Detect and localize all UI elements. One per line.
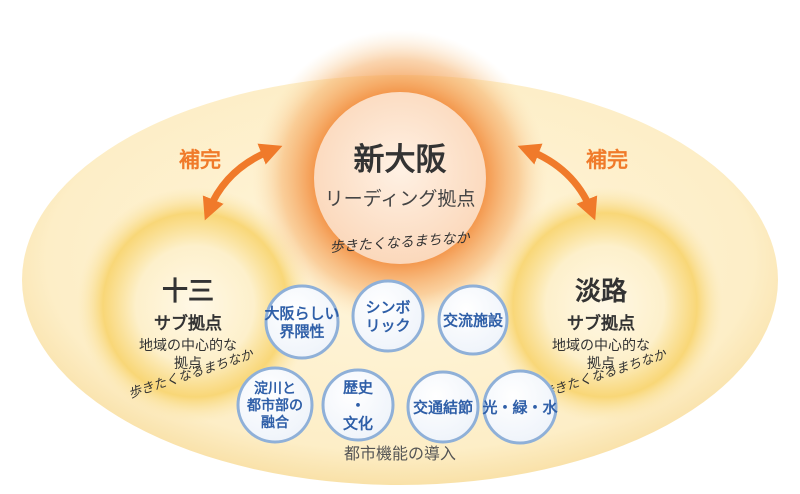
left-node-line2: 拠点 — [174, 356, 202, 372]
function-bubble-circle — [236, 366, 314, 444]
function-bubble-circle — [321, 368, 395, 442]
right-node-glow — [487, 187, 723, 423]
left-node-line1: 地域の中心的な — [139, 338, 237, 354]
function-bubble-label: 都市部の — [246, 397, 303, 414]
center-node-title: 新大阪 — [354, 142, 447, 178]
function-bubble-label: 界隈性 — [279, 322, 324, 340]
right-complement-label: 補完 — [585, 148, 628, 172]
function-bubble: 歴史・文化 — [321, 368, 395, 442]
function-bubble-label: 交流施設 — [443, 311, 504, 329]
left-complement-label: 補完 — [178, 148, 221, 172]
function-bubble-label: シンボ — [365, 298, 410, 316]
right-complement-arrow — [517, 143, 598, 221]
function-bubble-circle — [482, 369, 558, 445]
function-bubble-label: 融合 — [261, 414, 290, 431]
right-node-line1: 地域の中心的な — [552, 338, 650, 354]
left-complement-arrow — [202, 143, 283, 221]
function-bubble-circle — [351, 279, 425, 353]
function-bubble-circle — [406, 370, 480, 444]
function-bubble-label: 文化 — [343, 414, 373, 432]
function-bubble-label: 大阪らしい — [264, 304, 339, 322]
function-bubble-label: 淀川と — [254, 380, 296, 397]
function-bubble-label: 歴史 — [343, 378, 374, 396]
right-node-title: 淡路 — [575, 276, 628, 307]
function-bubble-circle — [264, 284, 340, 360]
function-bubble: 交流施設 — [437, 284, 509, 356]
function-bubble-label: リック — [365, 316, 410, 334]
left-node-subtitle: サブ拠点 — [154, 313, 222, 334]
function-bubble: 交通結節 — [406, 370, 480, 444]
center-node-core — [314, 92, 486, 264]
function-bubble-circle — [437, 284, 509, 356]
left-node-glow — [77, 187, 313, 423]
right-node-line2: 拠点 — [587, 356, 615, 372]
center-node-subtitle: リーディング拠点 — [325, 188, 476, 210]
left-node-title: 十三 — [162, 277, 214, 307]
function-bubble-label: 光・緑・水 — [481, 398, 558, 416]
function-bubble-label: 交通結節 — [413, 398, 473, 416]
urban-function-label: 都市機能の導入 — [344, 444, 456, 463]
function-bubbles: 大阪らしい界隈性シンボリック交流施設淀川と都市部の融合歴史・文化交通結節光・緑・… — [236, 279, 558, 445]
function-bubble-label: ・ — [350, 396, 365, 414]
function-bubble: 光・緑・水 — [481, 369, 558, 445]
right-node-subtitle: サブ拠点 — [567, 313, 635, 334]
